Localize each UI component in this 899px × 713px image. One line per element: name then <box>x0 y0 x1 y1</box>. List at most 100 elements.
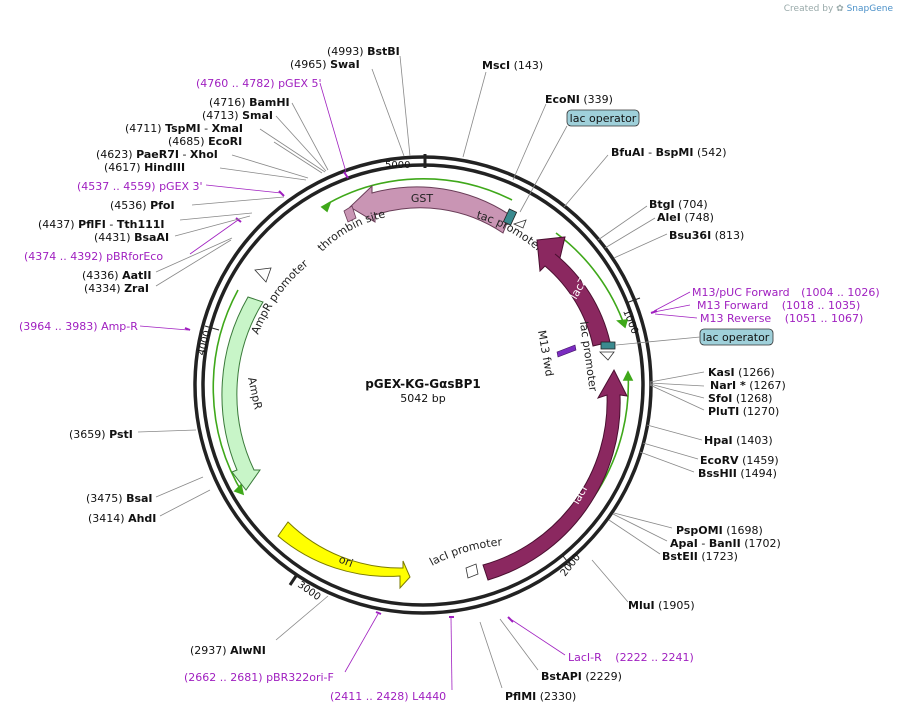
site-pflfi-tth111i[interactable]: (4437) PflFI - Tth111I <box>38 212 253 231</box>
site-aatii-text: (4336) AatII <box>82 269 151 282</box>
site-psti[interactable]: (3659) PstI <box>69 428 197 441</box>
ampr-promoter-arrow-icon[interactable] <box>254 267 272 283</box>
primer-pgex5[interactable]: (4760 .. 4782) pGEX 5' <box>196 77 347 173</box>
primer-l4440[interactable]: (2411 .. 2428) L4440 <box>330 617 453 703</box>
site-swai-text: (4965) SwaI <box>290 58 360 71</box>
site-tspmi-xmai[interactable]: (4711) TspMI - XmaI <box>125 122 326 173</box>
site-pspomi[interactable]: PspOMI (1698) <box>613 512 763 537</box>
site-pfoi[interactable]: (4536) PfoI <box>110 196 285 212</box>
site-zrai[interactable]: (4334) ZraI <box>84 239 232 295</box>
site-pflfi-lead <box>179 212 253 221</box>
orf-ampr-arrowhead <box>233 483 245 496</box>
lac-operator-box[interactable] <box>600 341 616 350</box>
site-pluti-name: PluTI <box>708 405 739 418</box>
site-paer7i-xhoi[interactable]: (4623) PaeR7I - XhoI <box>96 148 309 179</box>
site-msci-name: MscI <box>482 59 510 72</box>
site-btgi-text: BtgI (704) <box>649 198 708 211</box>
site-ahdi[interactable]: (3414) AhdI <box>88 489 211 525</box>
site-alwni-pos: (2937) <box>190 644 227 657</box>
site-swai[interactable]: (4965) SwaI <box>290 58 405 157</box>
credit-prefix: Created by <box>783 4 834 14</box>
laci-promoter-arrow-icon[interactable] <box>465 563 479 579</box>
primer-laci-r[interactable]: LacI-R (2222 .. 2241) <box>511 619 694 664</box>
site-alei[interactable]: AleI (748) <box>604 211 714 249</box>
site-mlui[interactable]: MluI (1905) <box>591 559 695 612</box>
site-sfoi-lead <box>649 383 705 399</box>
primer-ampr-name: Amp-R <box>101 320 138 333</box>
site-ecorv[interactable]: EcoRV (1459) <box>642 442 779 467</box>
site-econi-lead <box>512 103 547 181</box>
site-bsaai[interactable]: (4431) BsaAI <box>94 215 251 244</box>
site-pluti-pos: (1270) <box>743 405 780 418</box>
site-alwni[interactable]: (2937) AlwNI <box>190 595 329 657</box>
primer-m13-group[interactable]: M13/pUC Forward (1004 .. 1026) M13 Forwa… <box>653 286 880 325</box>
lac-promoter-arrow-icon <box>599 351 615 361</box>
site-bsteii[interactable]: BstEII (1723) <box>608 519 738 563</box>
thrombin-site-feature[interactable] <box>343 205 357 223</box>
lac-operator-box-1[interactable] <box>566 109 640 127</box>
site-btgi[interactable]: BtgI (704) <box>597 198 708 241</box>
gst-feature[interactable] <box>349 184 511 234</box>
site-bsai[interactable]: (3475) BsaI <box>86 476 204 505</box>
lac-operator-lead-2 <box>615 336 701 346</box>
site-ecori[interactable]: (4685) EcoRI <box>168 135 323 174</box>
laci-feature[interactable] <box>482 368 628 581</box>
site-bstapi-pos: (2229) <box>585 670 622 683</box>
site-paer7i-lead <box>231 154 309 179</box>
site-smai[interactable]: (4713) SmaI <box>202 109 327 172</box>
site-tspmi-name: TspMI <box>165 122 201 135</box>
site-pluti[interactable]: PluTI (1270) <box>649 384 780 418</box>
site-labels-left: (4993) BstBI (4965) SwaI (4760 .. 4782) … <box>19 45 453 703</box>
primer-ampr[interactable]: (3964 .. 3983) Amp-R <box>19 320 189 333</box>
primer-m13-lead-3 <box>654 313 698 319</box>
site-econi[interactable]: EcoNI (339) <box>512 93 613 181</box>
site-pflmi[interactable]: PflMI (2330) <box>479 621 576 703</box>
site-alei-name: AleI <box>657 211 681 224</box>
backbone-outer-strand <box>193 155 653 615</box>
m13-fwd-primer-arrow[interactable] <box>556 344 577 358</box>
site-pspomi-pos: (1698) <box>726 524 763 537</box>
site-alei-pos: (748) <box>684 211 714 224</box>
site-smai-lead <box>275 115 327 172</box>
m13-fwd-label: M13 fwd <box>535 329 556 377</box>
site-psti-pos: (3659) <box>69 428 106 441</box>
site-bstbi-lead <box>399 55 411 157</box>
site-bsshii[interactable]: BssHII (1494) <box>639 451 777 480</box>
primer-m13-lead-2 <box>653 304 691 313</box>
site-bamhi[interactable]: (4716) BamHI <box>209 96 329 171</box>
site-sfoi[interactable]: SfoI (1268) <box>649 383 772 405</box>
site-pluti-lead <box>649 384 705 411</box>
site-aatii[interactable]: (4336) AatII <box>82 237 233 282</box>
site-nari-pos: (1267) <box>749 379 786 392</box>
site-apai-banii[interactable]: ApaI - BanII (1702) <box>612 513 781 550</box>
tick-3000 <box>288 575 298 586</box>
site-ecorv-pos: (1459) <box>742 454 779 467</box>
site-nari[interactable]: NarI * (1267) <box>649 379 786 392</box>
primer-pbrforeco[interactable]: (4374 .. 4392) pBRforEco <box>24 219 239 263</box>
site-bsu36i[interactable]: Bsu36I (813) <box>613 229 744 259</box>
ori-feature[interactable] <box>277 521 411 590</box>
site-msci[interactable]: MscI (143) <box>462 59 543 158</box>
site-bfuai-bspmi[interactable]: BfuAI - BspMI (542) <box>563 146 727 208</box>
site-zrai-lead <box>155 239 232 287</box>
site-mlui-lead <box>591 559 629 603</box>
ampr-feature[interactable] <box>221 296 264 491</box>
site-bstapi[interactable]: BstAPI (2229) <box>499 618 622 683</box>
primer-pgex3[interactable]: (4537 .. 4559) pGEX 3' <box>77 180 282 194</box>
primer-pbr322ori[interactable]: (2662 .. 2681) pBR322ori-F <box>184 613 379 684</box>
site-hpai-pos: (1403) <box>736 434 773 447</box>
site-pflmi-text: PflMI (2330) <box>505 690 576 703</box>
primer-m13-lead-1 <box>653 291 691 312</box>
site-bstbi[interactable]: (4993) BstBI <box>327 45 411 157</box>
orf-laci-arrowhead <box>622 370 634 381</box>
primer-pgex5-text: (4760 .. 4782) pGEX 5' <box>196 77 322 90</box>
site-bspmi-name: BspMI <box>656 146 694 159</box>
site-pspomi-lead <box>613 512 673 529</box>
site-smai-name: SmaI <box>242 109 273 122</box>
site-kasi[interactable]: KasI (1266) <box>649 366 775 383</box>
tac-operator-box[interactable] <box>502 208 518 226</box>
primer-mark-ampr <box>184 327 191 331</box>
site-paer7i-name: PaeR7I <box>136 148 179 161</box>
site-hindiii[interactable]: (4617) HindIII <box>104 161 307 181</box>
site-hpai[interactable]: HpaI (1403) <box>646 424 773 447</box>
